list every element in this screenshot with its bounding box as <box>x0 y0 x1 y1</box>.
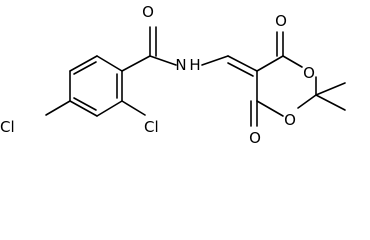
atom-label-o-amide: O <box>142 3 154 21</box>
atom-label-o-carbonyl-top: O <box>275 12 287 30</box>
bond-ring-c5-c6 <box>96 100 123 117</box>
atom-labels: O N H Cl Cl O O O O <box>0 3 315 147</box>
bond-ring-c2-c3 <box>69 55 98 72</box>
atom-label-n-amide: N <box>175 56 186 74</box>
atom-label-o-ring-top: O <box>303 64 315 82</box>
atom-label-o-ring-bottom: O <box>284 111 296 129</box>
bond-ring-carbonyl <box>121 55 151 72</box>
bonds <box>45 26 346 127</box>
bond-ring-c4-c5 <box>69 100 98 117</box>
bond-ch-c5-double <box>227 62 254 77</box>
bond-ring-c1-c2 <box>96 55 123 72</box>
bond-c-cl-ortho <box>121 100 146 116</box>
bond-o1-c6 <box>256 100 284 117</box>
bond-c2-methyl-bottom <box>315 94 346 111</box>
bond-c4-o3 <box>282 55 303 68</box>
bond-ring-double-inner <box>73 97 97 111</box>
bond-n-ch <box>201 55 229 66</box>
atom-label-o-carbonyl-bottom: O <box>249 129 261 147</box>
bond-c5-c4 <box>256 55 284 72</box>
atom-label-cl-para: Cl <box>0 118 15 136</box>
bond-c2-methyl-top <box>315 82 346 96</box>
bond-c2-o1 <box>297 94 317 109</box>
atom-label-h-amide: H <box>189 56 200 74</box>
atom-label-cl-ortho: Cl <box>144 118 159 136</box>
bond-carbonyl-n <box>149 55 177 66</box>
bond-ring-double-inner <box>73 61 97 75</box>
bond-c-cl-para <box>45 100 71 116</box>
bond-ch-c5 <box>227 55 258 72</box>
chemical-structure-diagram: O N H Cl Cl O O O O <box>0 3 346 147</box>
